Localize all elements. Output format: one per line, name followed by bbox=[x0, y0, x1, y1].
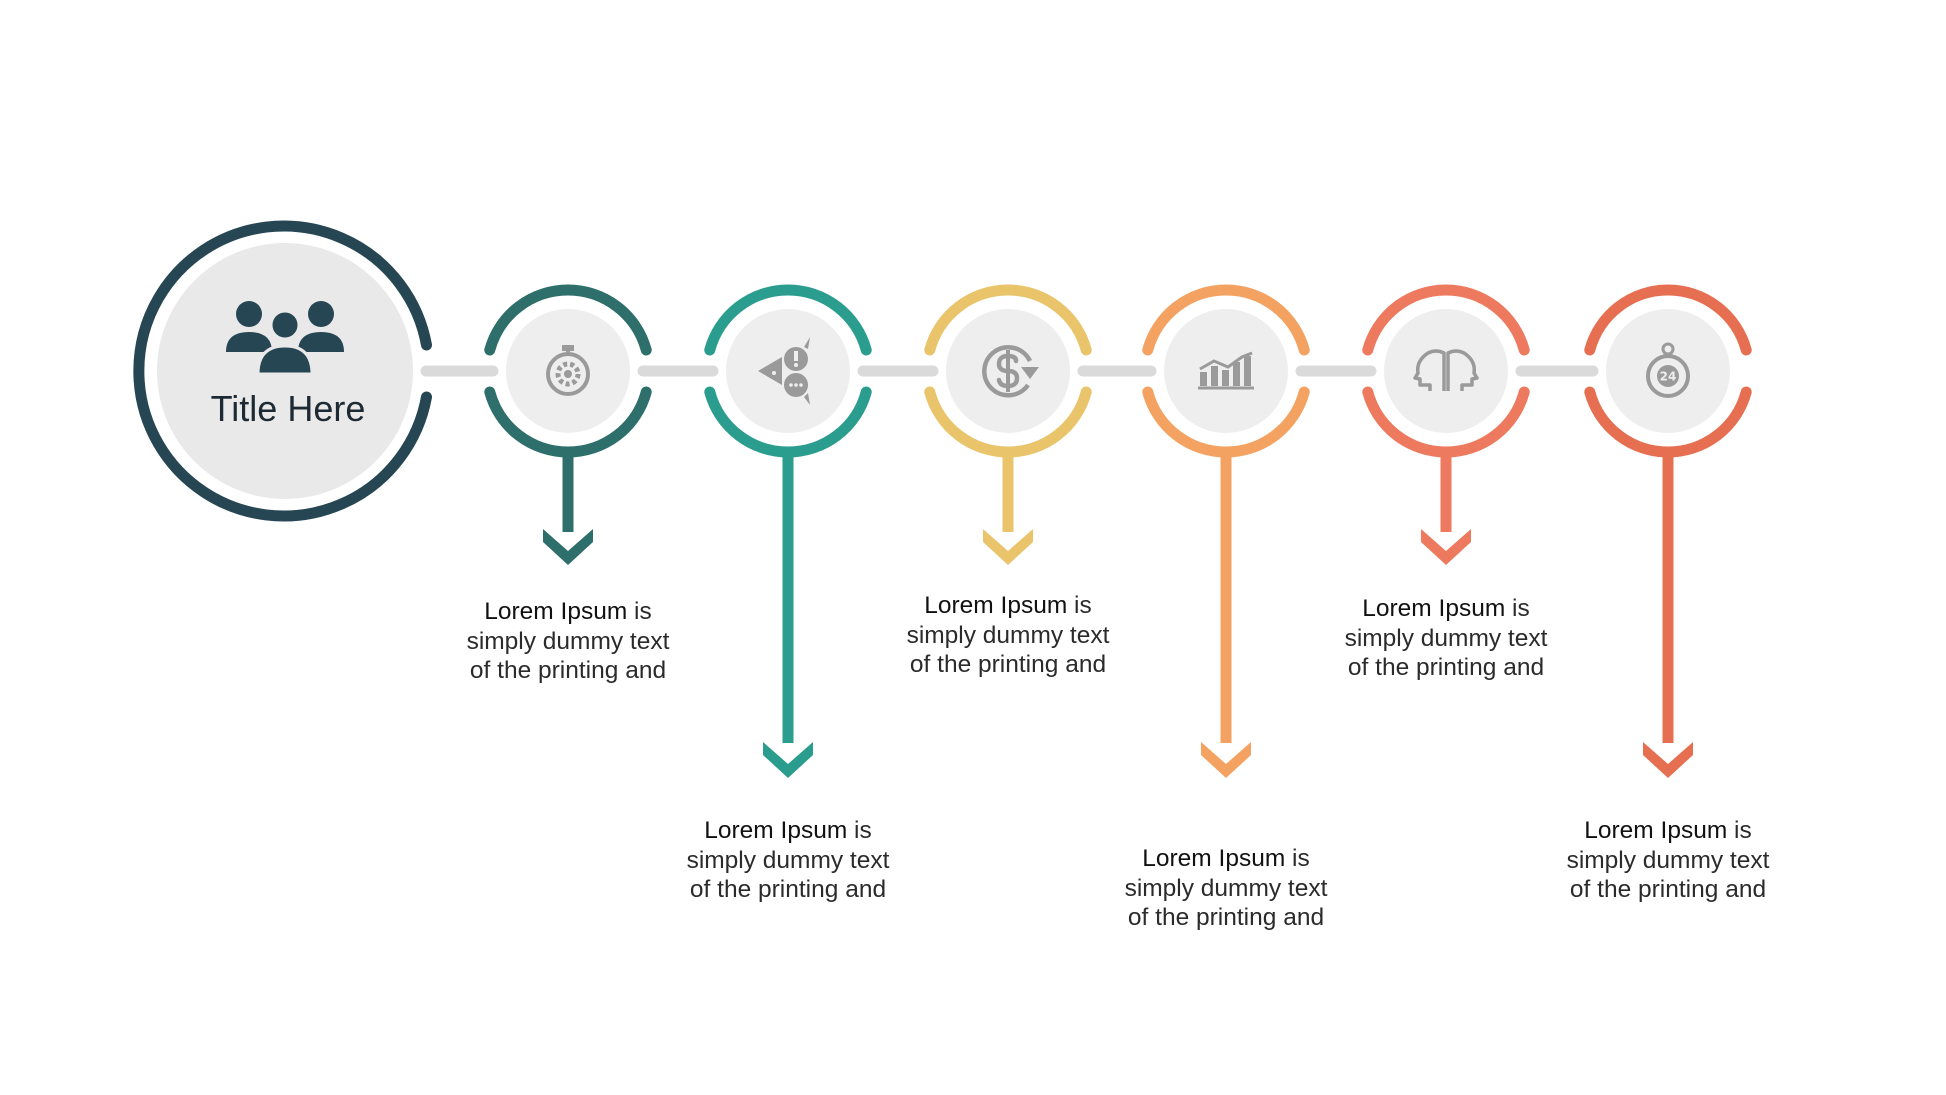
step-arrow-icon bbox=[543, 529, 593, 565]
dollar-cycle-icon bbox=[982, 345, 1039, 398]
step-icon-disc bbox=[726, 309, 850, 433]
step-description-lead: Lorem Ipsum bbox=[1584, 817, 1728, 844]
step-ring-top bbox=[924, 284, 1092, 356]
step-description-lead: Lorem Ipsum bbox=[704, 817, 848, 844]
step-ring-bottom bbox=[924, 386, 1092, 458]
step-description-body: is simply dummy text of the printing and bbox=[906, 592, 1110, 678]
step-description: Lorem Ipsum is simply dummy text of the … bbox=[1111, 844, 1341, 933]
step-description-body: is simply dummy text of the printing and bbox=[1124, 845, 1328, 931]
step-description-body: is simply dummy text of the printing and bbox=[1344, 595, 1548, 681]
step-icon-disc bbox=[1384, 309, 1508, 433]
step-ring-top bbox=[704, 284, 872, 356]
step-ring-top bbox=[1142, 284, 1310, 356]
step-ring-bottom bbox=[1584, 386, 1752, 458]
step-node bbox=[484, 284, 652, 565]
step-node: 24 bbox=[1584, 284, 1752, 778]
step-node bbox=[924, 284, 1092, 565]
step-ring-bottom bbox=[1142, 386, 1310, 458]
step-description-lead: Lorem Ipsum bbox=[1362, 595, 1506, 622]
step-arrow-icon bbox=[1643, 742, 1693, 778]
team-icon bbox=[226, 301, 344, 376]
bar-chart-trend-icon bbox=[1198, 351, 1254, 390]
step-ring-bottom bbox=[704, 386, 872, 458]
step-description-lead: Lorem Ipsum bbox=[924, 592, 1068, 619]
step-ring-top bbox=[1584, 284, 1752, 356]
step-description-lead: Lorem Ipsum bbox=[1142, 845, 1286, 872]
step-description: Lorem Ipsum is simply dummy text of the … bbox=[673, 816, 903, 905]
two-heads-icon bbox=[1413, 349, 1479, 391]
step-description: Lorem Ipsum is simply dummy text of the … bbox=[1331, 594, 1561, 683]
step-description: Lorem Ipsum is simply dummy text of the … bbox=[453, 597, 683, 686]
step-ring-top bbox=[1362, 284, 1530, 356]
stopwatch-gear-icon bbox=[546, 345, 590, 396]
steps-layer: 24 bbox=[484, 284, 1752, 778]
step-node bbox=[704, 284, 872, 778]
step-description: Lorem Ipsum is simply dummy text of the … bbox=[893, 591, 1123, 680]
step-node bbox=[1362, 284, 1530, 565]
step-arrow-icon bbox=[1421, 529, 1471, 565]
step-arrow-icon bbox=[983, 529, 1033, 565]
title-node bbox=[133, 220, 432, 522]
24-hour-clock-icon: 24 bbox=[1646, 342, 1690, 398]
title-ring bbox=[133, 220, 432, 522]
title-label: Title Here bbox=[210, 388, 366, 429]
svg-text:24: 24 bbox=[1660, 370, 1677, 384]
step-ring-top bbox=[484, 284, 652, 356]
step-arrow-icon bbox=[1201, 742, 1251, 778]
step-description-lead: Lorem Ipsum bbox=[484, 598, 628, 625]
speech-bubbles-icon bbox=[758, 337, 810, 405]
step-description-body: is simply dummy text of the printing and bbox=[1566, 817, 1770, 903]
step-ring-bottom bbox=[484, 386, 652, 458]
step-description-body: is simply dummy text of the printing and bbox=[686, 817, 890, 903]
step-description: Lorem Ipsum is simply dummy text of the … bbox=[1553, 816, 1783, 905]
step-description-body: is simply dummy text of the printing and bbox=[466, 598, 670, 684]
step-ring-bottom bbox=[1362, 386, 1530, 458]
step-node bbox=[1142, 284, 1310, 778]
step-arrow-icon bbox=[763, 742, 813, 778]
